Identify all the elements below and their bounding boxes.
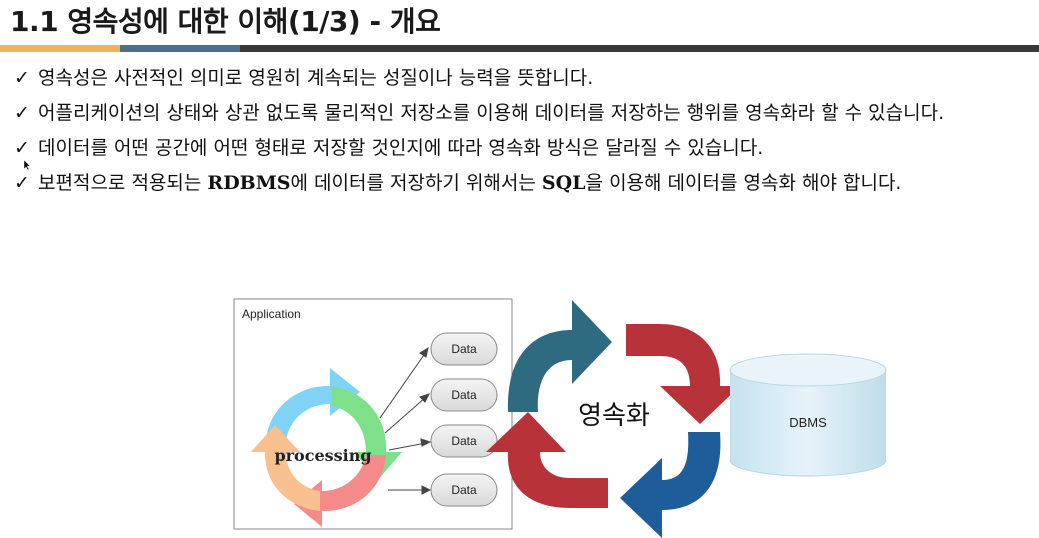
data-connectors — [379, 346, 432, 495]
data-label: Data — [451, 342, 477, 356]
accent-segment-orange — [0, 45, 120, 52]
check-icon: ✓ — [14, 102, 30, 124]
blue-curved-arrow — [620, 432, 721, 538]
bullet-text: 어플리케이션의 상태와 상관 없도록 물리적인 저장소를 이용해 데이터를 저장… — [38, 102, 945, 124]
bullet-item: ✓ 어플리케이션의 상태와 상관 없도록 물리적인 저장소를 이용해 데이터를 저… — [14, 99, 944, 134]
title-accent-bar — [0, 45, 1039, 52]
bullet-item: ✓ 영속성은 사전적인 의미로 영원히 계속되는 성질이나 능력을 뜻합니다. — [14, 64, 944, 99]
data-label: Data — [451, 388, 477, 402]
page-title: 1.1 영속성에 대한 이해(1/3) - 개요 — [10, 5, 441, 38]
bullet-bold-term: RDBMS — [207, 172, 291, 194]
bullet-list: ✓ 영속성은 사전적인 의미로 영원히 계속되는 성질이나 능력을 뜻합니다. ✓… — [14, 64, 944, 204]
bullet-text: 을 이용해 데이터를 영속화 해야 합니다. — [585, 172, 902, 194]
bullet-bold-term: SQL — [541, 172, 586, 194]
red-curved-arrow-top — [626, 324, 740, 424]
data-pill: Data — [430, 473, 498, 507]
bullet-text: 보편적으로 적용되는 — [38, 172, 208, 194]
cycle-arrow-cyan — [266, 368, 360, 440]
accent-segment-blue — [120, 45, 240, 52]
check-icon: ✓ — [14, 137, 30, 159]
red-curved-arrow-bottom — [486, 412, 608, 508]
bullet-item: ✓ 데이터를 어떤 공간에 어떤 형태로 저장할 것인지에 따라 영속화 방식은 … — [14, 134, 944, 169]
check-icon: ✓ — [14, 172, 30, 194]
teal-curved-arrow — [507, 300, 612, 412]
persistence-center-label: 영속화 — [578, 401, 650, 431]
bullet-text: 데이터를 어떤 공간에 어떤 형태로 저장할 것인지에 따라 영속화 방식은 달… — [38, 137, 764, 159]
mouse-cursor-icon — [24, 160, 30, 170]
dbms-label: DBMS — [789, 415, 827, 430]
dbms-cylinder: DBMS — [729, 353, 887, 477]
data-pill: Data — [430, 378, 498, 412]
data-label: Data — [451, 434, 477, 448]
processing-cycle: processing — [251, 368, 402, 527]
cycle-arrow-orange — [251, 425, 320, 511]
data-label: Data — [451, 483, 477, 497]
application-label: Application — [242, 307, 301, 321]
bullet-item: ✓ 보편적으로 적용되는 RDBMS에 데이터를 저장하기 위해서는 SQL을 이… — [14, 169, 944, 204]
data-pill: Data — [430, 332, 498, 366]
bullet-text: 영속성은 사전적인 의미로 영원히 계속되는 성질이나 능력을 뜻합니다. — [38, 67, 594, 89]
bullet-text: 에 데이터를 저장하기 위해서는 — [290, 172, 542, 194]
accent-segment-dark — [240, 45, 1039, 52]
check-icon: ✓ — [14, 67, 30, 89]
data-pill: Data — [430, 424, 498, 458]
processing-label: processing — [274, 446, 371, 465]
